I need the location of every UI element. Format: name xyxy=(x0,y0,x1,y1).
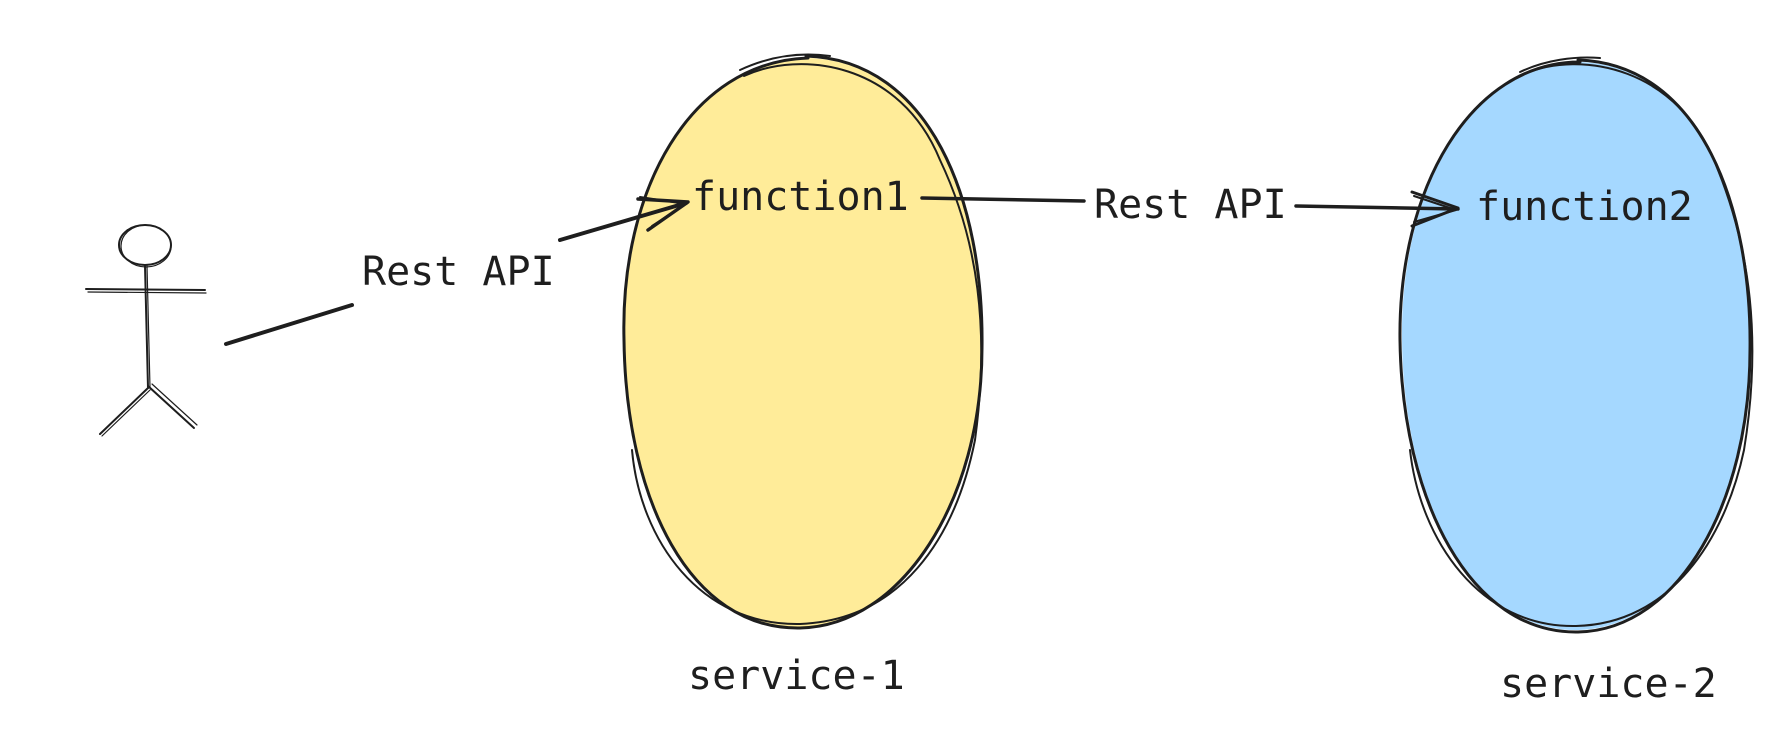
edge-segment-2b xyxy=(1294,204,1460,211)
service-1-label: service-1 xyxy=(688,653,905,699)
stick-figure-icon[interactable] xyxy=(85,224,207,437)
service-2-shape[interactable] xyxy=(1398,56,1754,634)
service-1-fill xyxy=(623,58,984,628)
service-1-outline-tick xyxy=(739,53,831,71)
service-2-fill xyxy=(1401,62,1751,631)
function1-label[interactable]: function1 xyxy=(692,174,909,220)
edge-segment-1b xyxy=(558,201,688,242)
edge-segment-2a xyxy=(920,196,1086,203)
service-1-shape[interactable] xyxy=(622,53,984,630)
edge-actor-to-function1[interactable] xyxy=(224,196,690,346)
edge-segment-1a xyxy=(224,303,354,346)
arrowhead-2-b xyxy=(1413,195,1457,223)
service-2-outline-2 xyxy=(1409,63,1754,628)
function2-label[interactable]: function2 xyxy=(1476,184,1693,230)
arrowhead-2 xyxy=(1410,190,1460,228)
service-1-outline xyxy=(622,54,984,630)
service-2-label: service-2 xyxy=(1500,661,1717,707)
edge-function1-to-function2[interactable] xyxy=(920,190,1460,228)
service-1-outline-2 xyxy=(631,63,983,626)
arrowhead-1-b xyxy=(639,196,687,227)
edge-label-actor-to-function1: Rest API xyxy=(362,249,555,295)
edge-label-function1-to-function2: Rest API xyxy=(1094,182,1287,228)
service-2-outline-tick xyxy=(1519,56,1601,73)
